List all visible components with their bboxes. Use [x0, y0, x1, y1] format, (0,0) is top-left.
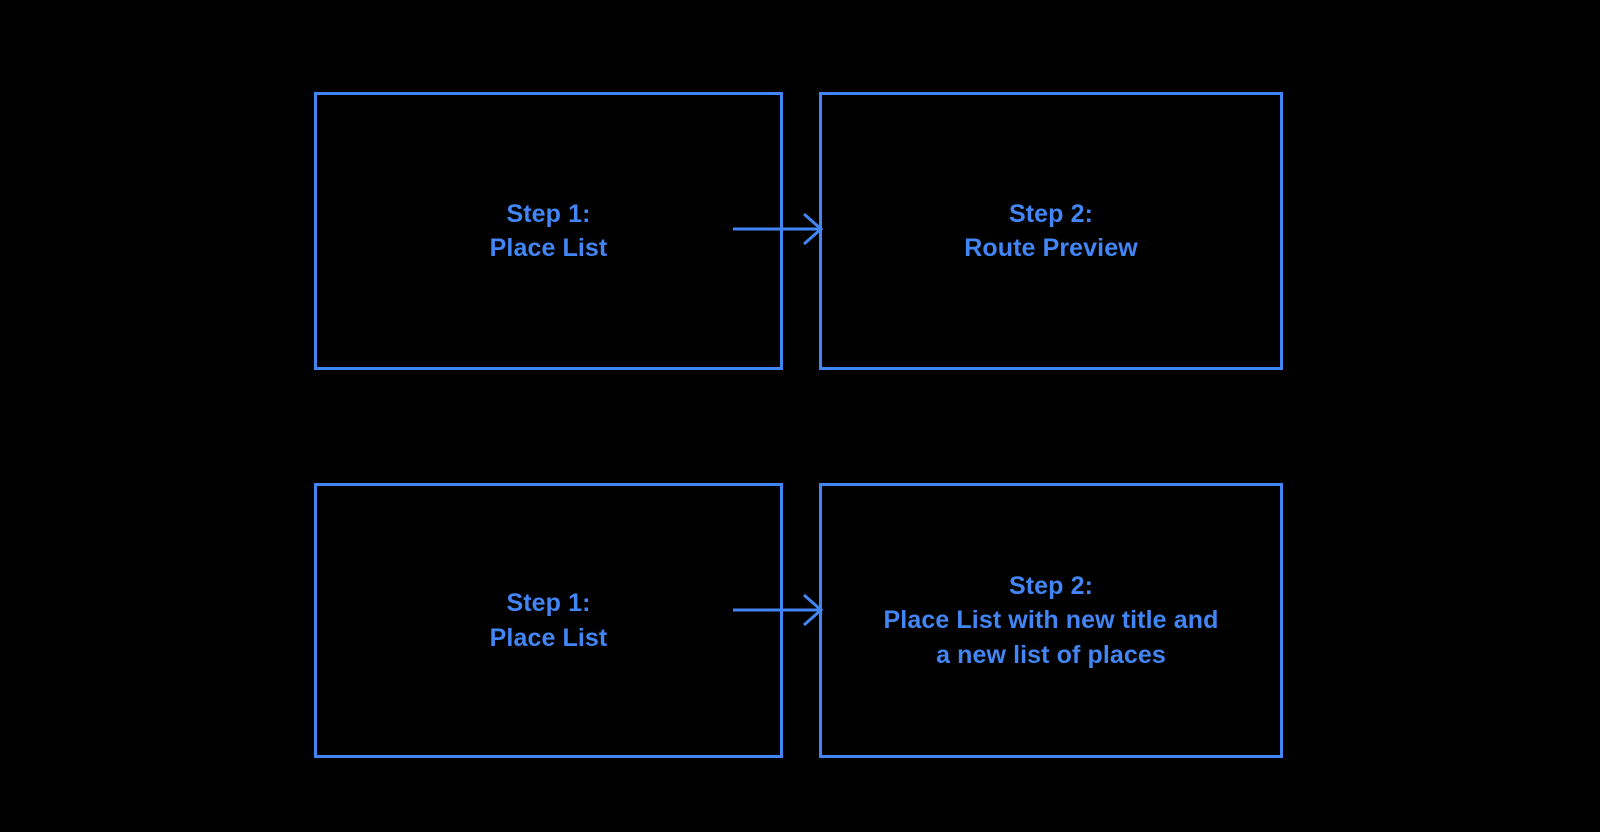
flow-box-label: Step 1: Place List	[489, 589, 608, 652]
flow-box-label: Step 1: Place List	[489, 199, 608, 263]
flow-box-label: Step 2: Place List with new title and a …	[883, 571, 1219, 669]
flow-box-row2-step1[interactable]: Step 1: Place List	[314, 483, 783, 758]
flow-box-row2-step2[interactable]: Step 2: Place List with new title and a …	[819, 483, 1283, 758]
flow-box-row1-step1[interactable]: Step 1: Place List	[314, 92, 783, 370]
flow-box-label: Step 2: Route Preview	[964, 199, 1138, 263]
flow-box-row1-step2[interactable]: Step 2: Route Preview	[819, 92, 1283, 370]
